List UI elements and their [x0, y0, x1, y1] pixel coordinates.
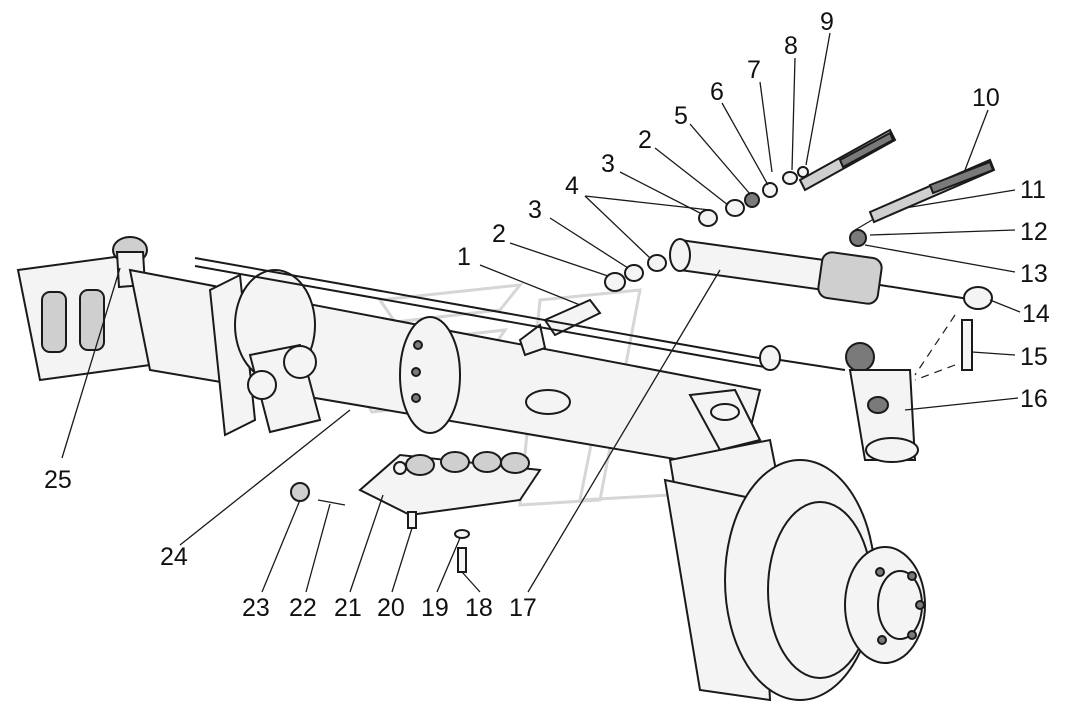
- bolt-20: [407, 511, 417, 529]
- callout-3-upper: 3: [601, 150, 615, 178]
- callout-3-lower: 3: [528, 196, 542, 224]
- callout-12: 12: [1020, 218, 1048, 246]
- callout-5: 5: [674, 102, 688, 130]
- kingpin-15: [961, 319, 973, 371]
- callout-9: 9: [820, 8, 834, 36]
- callout-25: 25: [44, 466, 72, 494]
- hydraulic-hoses: [798, 128, 996, 231]
- callout-16: 16: [1020, 385, 1048, 413]
- seal-3b: [698, 209, 718, 227]
- ring-2b: [725, 199, 745, 217]
- callout-4: 4: [565, 172, 579, 200]
- callout-2-upper: 2: [638, 126, 652, 154]
- callout-21: 21: [334, 594, 362, 622]
- leader-lines: [61, 32, 1021, 593]
- callout-19: 19: [421, 594, 449, 622]
- washer-9: [797, 166, 809, 178]
- callout-18: 18: [465, 594, 493, 622]
- callout-labels: 25 24 23 22 21 20 19 18 17 1 2 3 4 3 2 5…: [44, 8, 1050, 622]
- washer-4a: [647, 254, 667, 272]
- left-hub-housing: [16, 236, 152, 382]
- callout-20: 20: [377, 594, 405, 622]
- callout-14: 14: [1022, 300, 1050, 328]
- nut-5: [744, 192, 760, 208]
- callout-24: 24: [160, 543, 188, 571]
- steering-cylinder: [669, 229, 993, 310]
- washer-6: [762, 182, 778, 198]
- callout-15: 15: [1020, 343, 1048, 371]
- ring-2a: [604, 272, 626, 292]
- callout-13: 13: [1020, 260, 1048, 288]
- bolt-18: [457, 547, 467, 573]
- callout-23: 23: [242, 594, 270, 622]
- callout-10: 10: [972, 84, 1000, 112]
- callout-22: 22: [289, 594, 317, 622]
- housing-collar: [399, 316, 461, 434]
- steering-arm: [845, 314, 973, 463]
- nut-23: [290, 482, 310, 502]
- seal-stack: [543, 166, 809, 337]
- final-drive-hub: [663, 438, 926, 702]
- fitting-13: [849, 229, 867, 247]
- seal-3a: [624, 264, 644, 282]
- washer-8: [782, 171, 798, 185]
- callout-2-lower: 2: [492, 220, 506, 248]
- ball-joint: [845, 342, 875, 372]
- callout-11: 11: [1020, 176, 1046, 204]
- mounting-bracket: [358, 451, 542, 517]
- callout-7: 7: [747, 56, 761, 84]
- axle-housing: [128, 268, 762, 472]
- callout-1: 1: [457, 243, 471, 271]
- callout-8: 8: [784, 32, 798, 60]
- cotter-pin-22: [317, 499, 346, 506]
- washer-19: [454, 529, 470, 539]
- rod-end-14: [963, 286, 993, 310]
- callout-17: 17: [509, 594, 537, 622]
- callout-6: 6: [710, 78, 724, 106]
- tie-rod: [194, 257, 846, 371]
